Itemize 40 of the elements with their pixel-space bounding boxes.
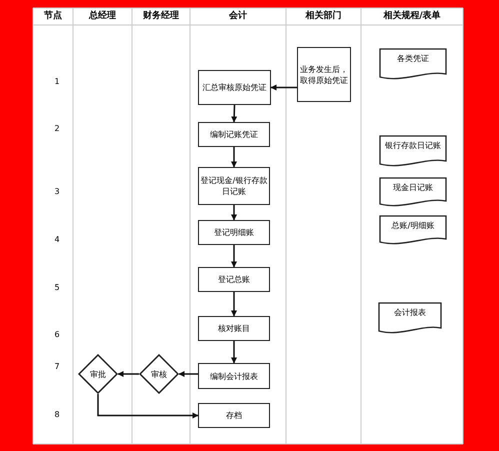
document-shape: 会计报表 bbox=[378, 302, 442, 336]
column-header: 节点 bbox=[43, 9, 63, 23]
process-box: 编制记账凭证 bbox=[198, 122, 270, 147]
column-header: 会计 bbox=[228, 9, 248, 23]
process-box: 编制会计报表 bbox=[198, 363, 270, 389]
process-box: 存档 bbox=[198, 403, 270, 428]
decision-diamond: 审核 bbox=[139, 354, 179, 394]
column-header: 相关规程/表单 bbox=[382, 9, 442, 23]
process-box: 汇总审核原始凭证 bbox=[198, 70, 271, 105]
arrow bbox=[178, 371, 198, 377]
arrow bbox=[231, 205, 237, 220]
arrow bbox=[231, 292, 237, 316]
process-box: 核对账目 bbox=[198, 316, 270, 341]
arrow bbox=[231, 341, 237, 364]
row-number: 5 bbox=[53, 283, 61, 292]
arrow bbox=[97, 394, 198, 418]
arrow bbox=[231, 245, 237, 268]
row-number: 4 bbox=[53, 235, 61, 244]
row-number: 2 bbox=[53, 124, 61, 133]
document-shape: 现金日记账 bbox=[379, 177, 447, 209]
arrow bbox=[118, 371, 139, 377]
document-shape: 各类凭证 bbox=[379, 48, 447, 82]
decision-diamond: 审批 bbox=[78, 354, 118, 394]
process-box: 业务发生后，取得原始凭证 bbox=[297, 47, 351, 102]
column-header: 总经理 bbox=[88, 9, 117, 23]
row-number: 8 bbox=[53, 410, 61, 419]
arrow bbox=[231, 104, 238, 122]
document-shape: 总账/明细账 bbox=[379, 215, 447, 247]
document-shape: 银行存款日记账 bbox=[379, 135, 447, 169]
row-number: 6 bbox=[53, 330, 61, 339]
arrow bbox=[270, 84, 297, 90]
row-number: 3 bbox=[53, 187, 61, 196]
row-number: 7 bbox=[53, 362, 61, 371]
arrow bbox=[231, 147, 237, 168]
process-box: 登记明细账 bbox=[198, 220, 270, 245]
column-header: 财务经理 bbox=[142, 9, 180, 23]
process-box: 登记总账 bbox=[198, 267, 270, 292]
process-box: 登记现金/银行存款日记账 bbox=[198, 167, 270, 205]
column-header: 相关部门 bbox=[304, 9, 342, 23]
row-number: 1 bbox=[53, 77, 61, 86]
